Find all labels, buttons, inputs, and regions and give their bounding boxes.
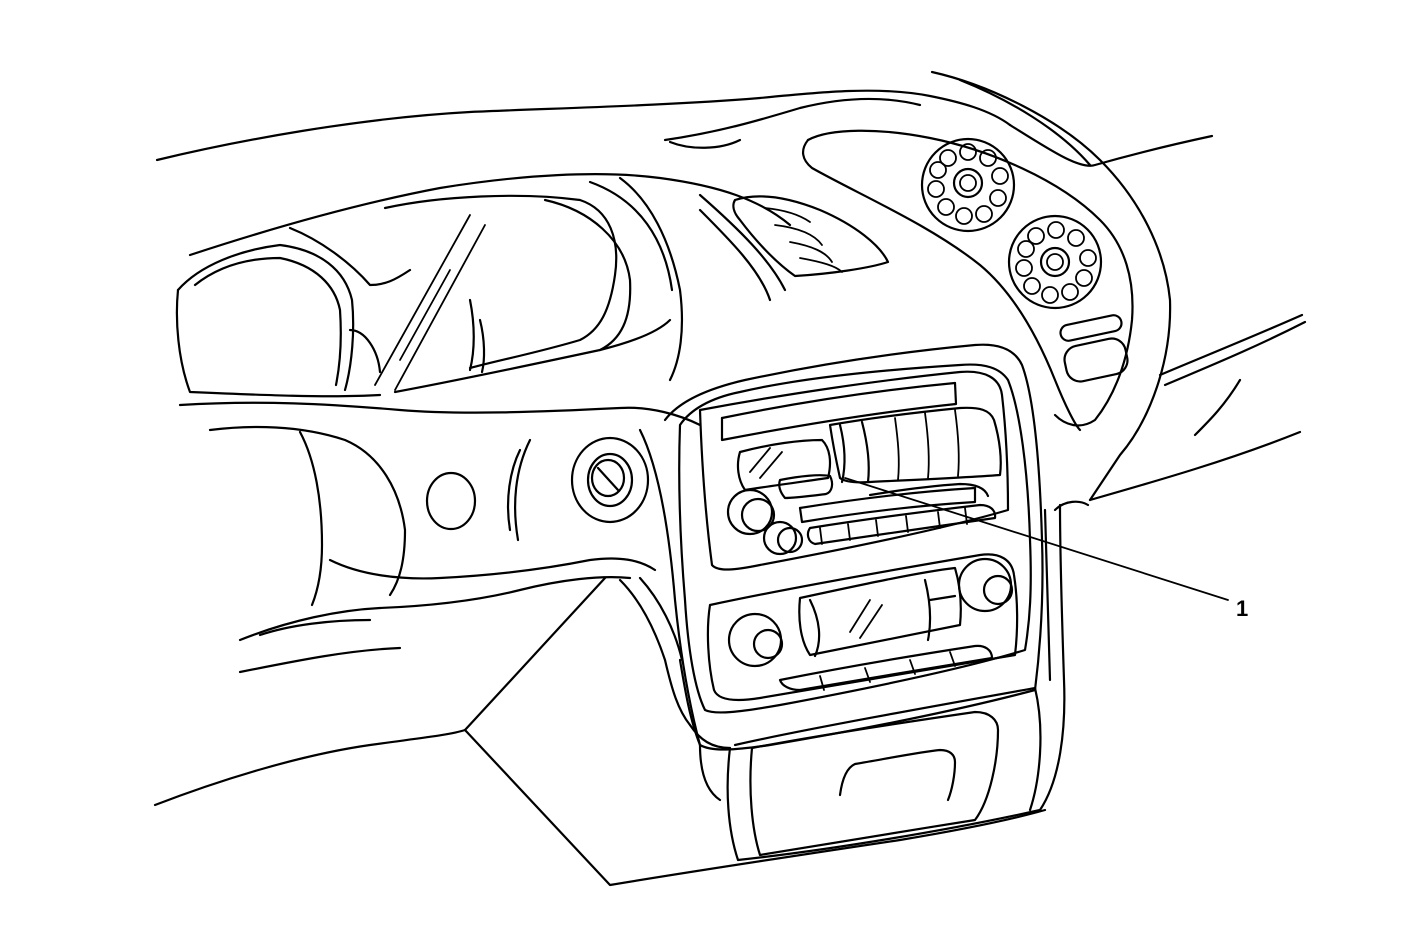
ignition-switch <box>570 436 650 524</box>
lower-storage <box>726 686 1042 862</box>
callout-leader-line <box>844 477 1229 601</box>
instrument-cluster <box>175 173 792 427</box>
console-floor <box>463 576 1047 887</box>
radio-assembly <box>698 370 1010 571</box>
callout-label: 1 <box>1236 596 1248 621</box>
dash-top-edges <box>155 70 1214 502</box>
callout-1: 1 <box>844 477 1248 621</box>
lower-left-dash <box>153 425 657 807</box>
right-speaker-pod <box>802 129 1134 432</box>
right-dash-edge <box>1038 313 1307 812</box>
center-vent <box>698 193 890 302</box>
hvac-controls <box>706 553 1019 701</box>
